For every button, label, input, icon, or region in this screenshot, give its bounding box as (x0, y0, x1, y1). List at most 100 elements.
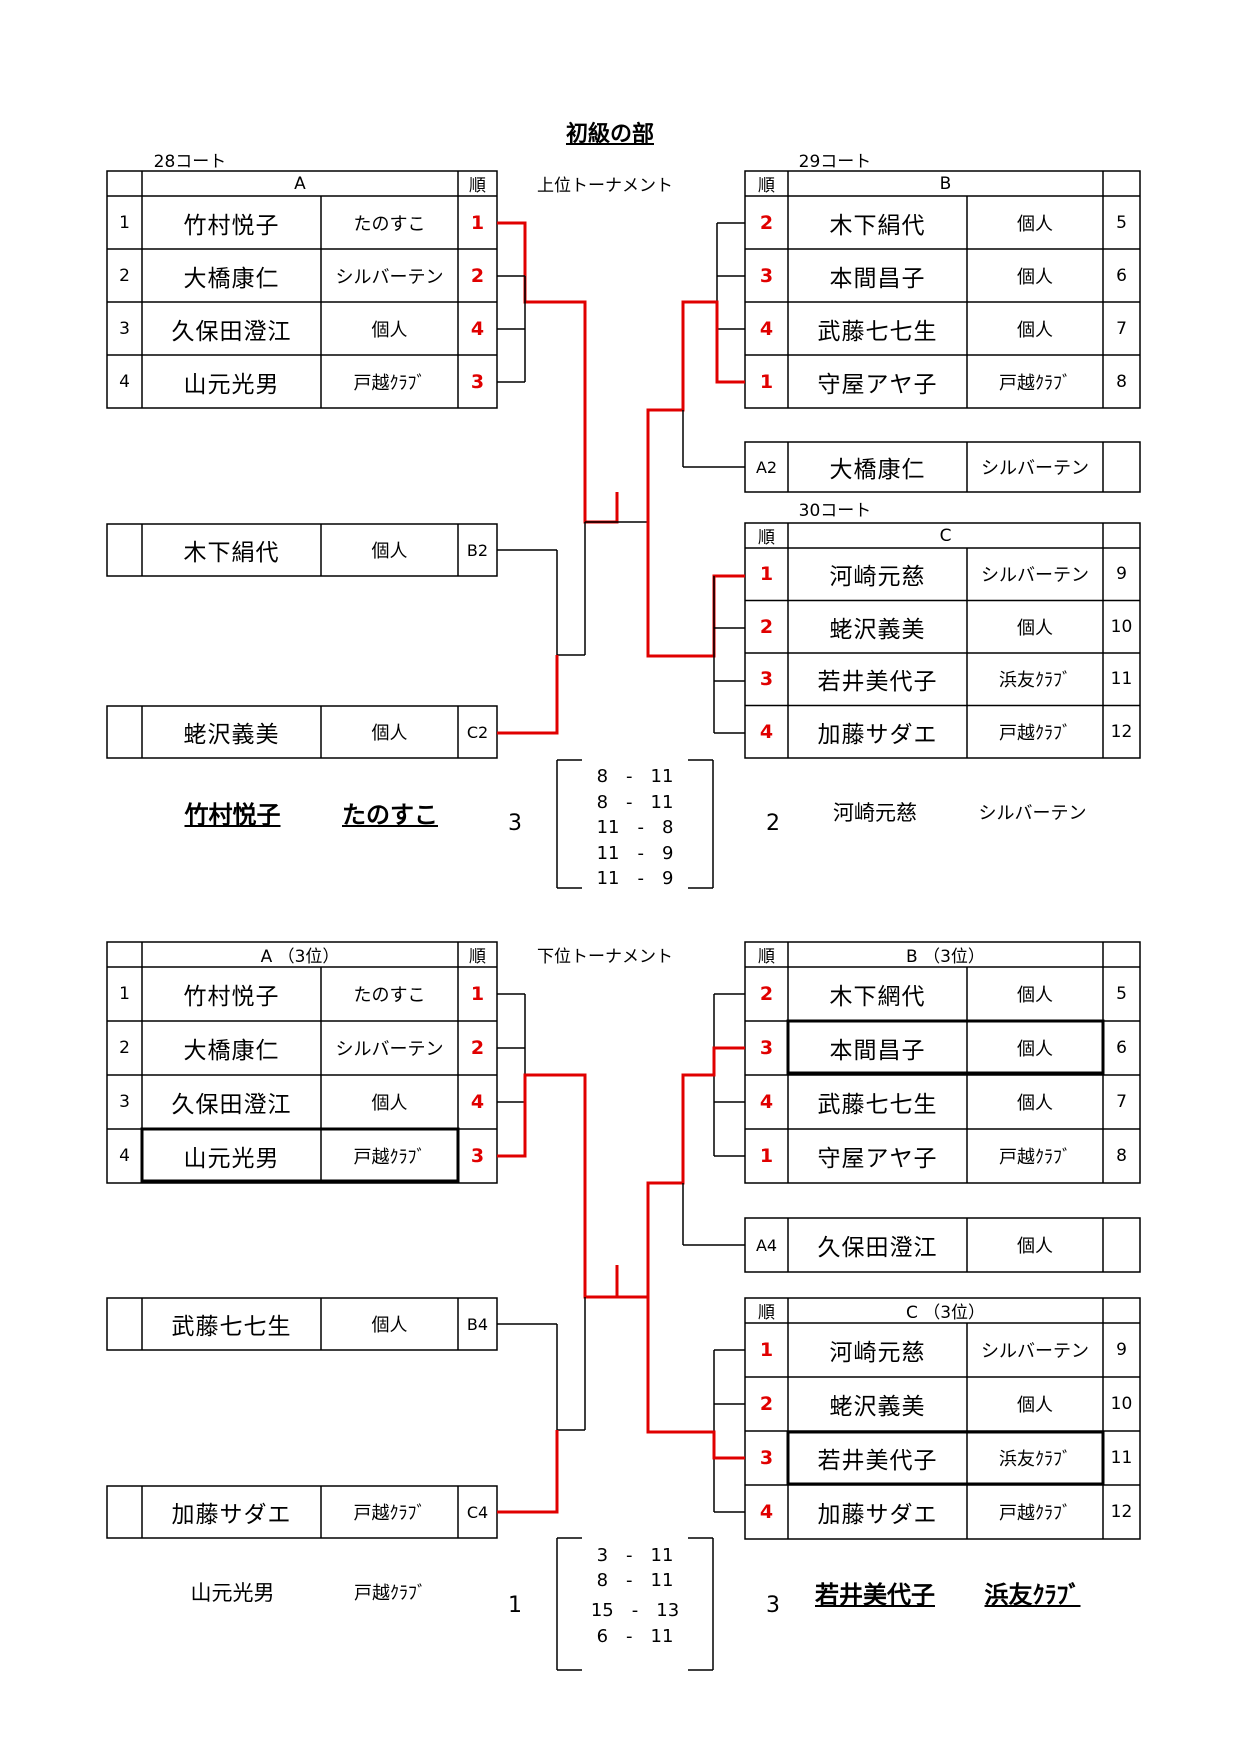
seed-name: 木下絹代 (183, 540, 280, 566)
rank-header: 順 (469, 176, 486, 196)
final-winner-club: 浜友ｸﾗﾌﾞ (984, 1580, 1081, 1609)
player-name: 大橋康仁 (183, 265, 280, 292)
player-name: 河崎元慈 (829, 1340, 926, 1366)
winner-path (646, 1297, 745, 1460)
group-table-border (106, 170, 498, 409)
player-club: シルバーテン (981, 1341, 1089, 1362)
player-name: 河崎元慈 (829, 564, 926, 591)
seed-club: 戸越ｸﾗﾌﾞ (353, 1503, 426, 1524)
player-number: 4 (119, 1146, 130, 1166)
player-rank: 1 (759, 1339, 774, 1361)
player-rank: 4 (759, 317, 774, 340)
score-line: 11 - 8 (596, 817, 674, 838)
player-name: 守屋アヤ子 (817, 1146, 938, 1172)
court-label-c: 30コート (798, 500, 872, 521)
player-number: 3 (119, 1092, 130, 1112)
player-name: 竹村悦子 (183, 984, 280, 1010)
player-rank: 1 (470, 983, 485, 1005)
player-number: 11 (1110, 669, 1133, 690)
player-number: 10 (1110, 616, 1133, 637)
player-rank: 4 (759, 1091, 774, 1113)
player-name: 竹村悦子 (183, 212, 280, 239)
final-runnerup-club: 戸越ｸﾗﾌﾞ (354, 1583, 426, 1604)
seed-tag: B2 (466, 540, 489, 560)
player-rank: 1 (759, 563, 774, 586)
player-name: 木下網代 (829, 984, 926, 1010)
seed-tag: C4 (466, 1502, 489, 1522)
player-rank: 4 (759, 1501, 774, 1523)
player-club: シルバーテン (335, 1039, 444, 1060)
seed-name: 大橋康仁 (829, 457, 926, 483)
final-winner-name: 竹村悦子 (184, 800, 281, 829)
player-club: 個人 (371, 319, 408, 341)
player-name: 蛯沢義美 (829, 1394, 926, 1420)
highlight-box (786, 1430, 1105, 1486)
player-rank: 1 (470, 211, 485, 234)
page-title: 初級の部 (565, 122, 654, 147)
player-club: 戸越ｸﾗﾌﾞ (999, 372, 1071, 394)
highlight-box (786, 1019, 1105, 1075)
player-club: 個人 (1017, 1093, 1053, 1114)
group-header: B （3位） (906, 947, 985, 967)
final-left-games: 1 (508, 1592, 522, 1618)
group-header: B (939, 173, 952, 194)
player-club: たのすこ (353, 213, 426, 235)
highlight-box (140, 1127, 460, 1183)
winner-path (497, 221, 619, 524)
seed-name: 加藤サダエ (171, 1502, 292, 1528)
player-rank: 1 (759, 1145, 774, 1167)
winner-path (497, 1073, 648, 1299)
score-line: 15 - 13 (590, 1600, 680, 1621)
player-name: 若井美代子 (817, 1448, 938, 1474)
player-name: 蛯沢義美 (829, 616, 926, 643)
rank-header: 順 (758, 176, 775, 196)
group-table-border (106, 941, 498, 1184)
player-number: 5 (1116, 984, 1127, 1004)
player-rank: 2 (470, 1037, 485, 1059)
player-rank: 3 (470, 1145, 485, 1167)
player-name: 山元光男 (183, 371, 280, 398)
player-name: 武藤七七生 (817, 1092, 938, 1118)
court-label-a: 28コート (153, 151, 227, 172)
player-club: 戸越ｸﾗﾌﾞ (999, 1503, 1071, 1524)
player-club: 戸越ｸﾗﾌﾞ (353, 1147, 426, 1168)
group-header: C （3位） (905, 1303, 986, 1323)
final-left-games: 3 (508, 810, 522, 836)
seed-club: 個人 (1017, 1236, 1053, 1257)
player-rank: 2 (759, 1393, 774, 1415)
seed-tag: C2 (466, 722, 489, 742)
score-line: 8 - 11 (596, 791, 674, 813)
player-club: 個人 (371, 1093, 408, 1114)
player-name: 久保田澄江 (171, 318, 292, 345)
winner-path (497, 1430, 559, 1514)
player-number: 10 (1110, 1394, 1133, 1414)
court-label-b: 29コート (798, 151, 872, 172)
player-number: 9 (1116, 1340, 1127, 1360)
winner-path (646, 300, 745, 522)
player-name: 加藤サダエ (817, 721, 938, 748)
rank-header: 順 (469, 947, 486, 967)
player-number: 11 (1110, 1448, 1133, 1468)
player-number: 1 (119, 212, 130, 233)
player-club: 個人 (1017, 319, 1053, 341)
player-rank: 2 (759, 983, 774, 1005)
player-number: 8 (1116, 1146, 1127, 1166)
score-line: 3 - 11 (596, 1545, 674, 1566)
player-number: 6 (1116, 265, 1127, 286)
player-name: 大橋康仁 (183, 1038, 280, 1064)
player-number: 1 (119, 984, 130, 1004)
player-number: 2 (119, 1038, 130, 1058)
player-club: 個人 (1017, 266, 1053, 288)
player-club: 個人 (1017, 617, 1053, 639)
player-number: 7 (1116, 318, 1127, 339)
seed-name: 久保田澄江 (817, 1235, 938, 1261)
player-rank: 3 (759, 1037, 774, 1059)
player-name: 武藤七七生 (817, 318, 938, 345)
player-name: 若井美代子 (817, 669, 938, 696)
player-rank: 4 (470, 1091, 485, 1113)
score-line: 11 - 9 (596, 868, 674, 889)
player-club: 個人 (1017, 1395, 1053, 1416)
final-right-games: 3 (766, 1592, 780, 1618)
group-table-border (744, 1297, 1141, 1540)
